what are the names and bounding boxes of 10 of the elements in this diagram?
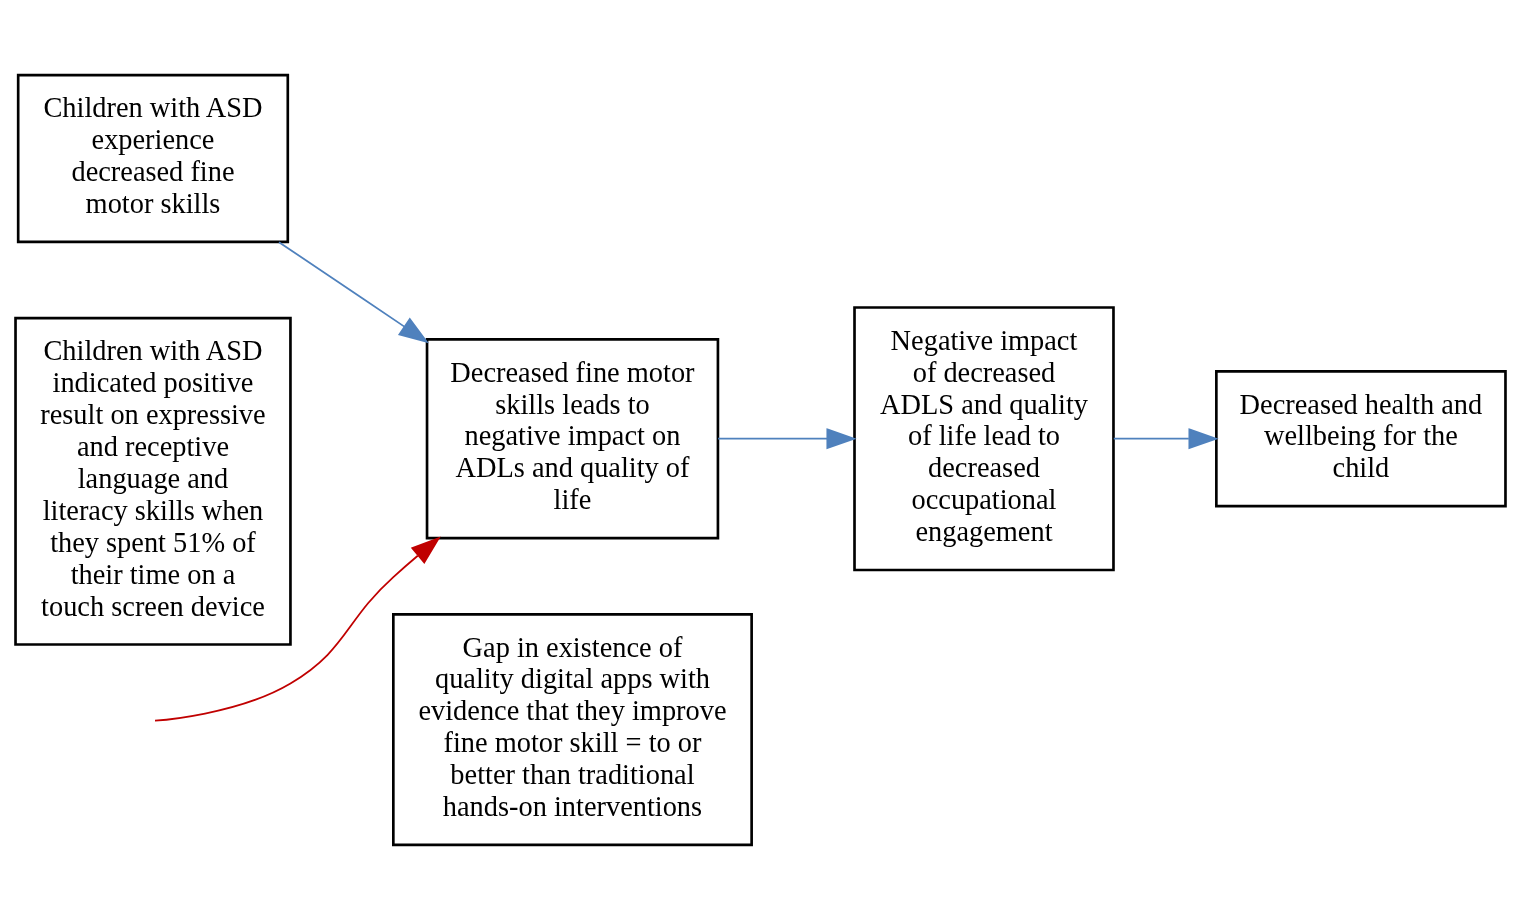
- node-box: Decreased fine motor skills leads to negative impact on ADLs and quality of life: [425, 338, 720, 540]
- node-box: Children with ASD experience decreased fine motor skills: [16, 73, 290, 244]
- arrow: [1112, 428, 1219, 450]
- node-box: Decreased health and wellbeing for the child: [1215, 370, 1507, 508]
- node-box: Children with ASD indicated positive result on expressive and receptive language and literacy skills when they spent 51% of their time on a touch screen device: [14, 316, 292, 646]
- arrow: [154, 536, 441, 722]
- arrow: [278, 241, 429, 344]
- arrow: [717, 428, 857, 450]
- node-box: Negative impact of decreased ADLS and quality of life lead to decreased occupational engagement: [853, 306, 1115, 572]
- node-box: Gap in existence of quality digital apps with evidence that they improve fine motor skill = to or better than traditional hands-on interventions: [392, 613, 753, 847]
